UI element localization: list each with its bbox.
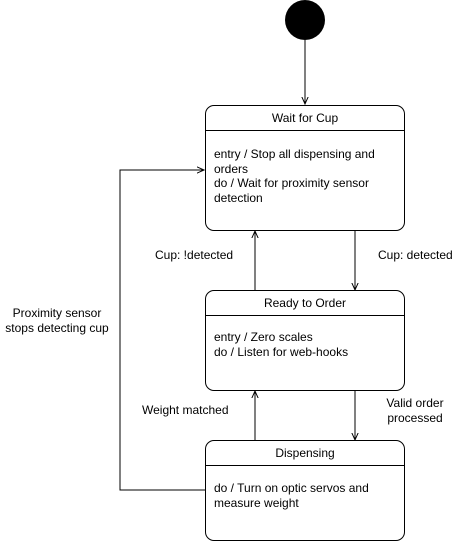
activity-line: measure weight bbox=[214, 495, 299, 510]
state-ready-to-order: Ready to Order entry / Zero scales do / … bbox=[205, 290, 405, 391]
state-divider bbox=[206, 130, 404, 131]
label-line: Proximity sensor bbox=[12, 306, 102, 320]
state-dispensing: Dispensing do / Turn on optic servos and… bbox=[205, 440, 405, 541]
activity-line: do / Wait for proximity sensor bbox=[214, 176, 369, 190]
state-activities: entry / Stop all dispensing and orders d… bbox=[214, 147, 396, 205]
activity-line: do / Turn on optic servos and bbox=[214, 481, 369, 495]
state-divider bbox=[206, 315, 404, 316]
activity-line: do / Listen for web-hooks bbox=[214, 344, 349, 359]
label-valid-order: Valid order processed bbox=[377, 396, 453, 426]
activity-line: entry / Stop all dispensing and bbox=[214, 147, 375, 161]
state-title: Wait for Cup bbox=[271, 111, 339, 125]
label-weight-matched: Weight matched bbox=[142, 403, 229, 417]
label-cup-detected: Cup: detected bbox=[378, 248, 453, 262]
label-cup-not-detected: Cup: !detected bbox=[155, 248, 234, 262]
state-divider bbox=[206, 465, 404, 466]
initial-state-node bbox=[285, 0, 325, 40]
activity-line: entry / Zero scales bbox=[214, 330, 313, 344]
label-line: Valid order bbox=[386, 396, 444, 410]
state-title: Dispensing bbox=[275, 446, 335, 460]
label-line: stops detecting cup bbox=[5, 321, 109, 335]
state-title: Ready to Order bbox=[263, 296, 347, 310]
state-activities: entry / Zero scales do / Listen for web-… bbox=[214, 330, 396, 359]
state-wait-for-cup: Wait for Cup entry / Stop all dispensing… bbox=[205, 105, 405, 231]
activity-line: orders bbox=[214, 161, 249, 176]
label-line: processed bbox=[387, 411, 443, 425]
state-activities: do / Turn on optic servos and measure we… bbox=[214, 481, 396, 510]
label-proximity-lost: Proximity sensor stops detecting cup bbox=[0, 306, 114, 336]
proximity-lost-arrow bbox=[119, 170, 205, 491]
activity-line: detection bbox=[214, 190, 263, 205]
